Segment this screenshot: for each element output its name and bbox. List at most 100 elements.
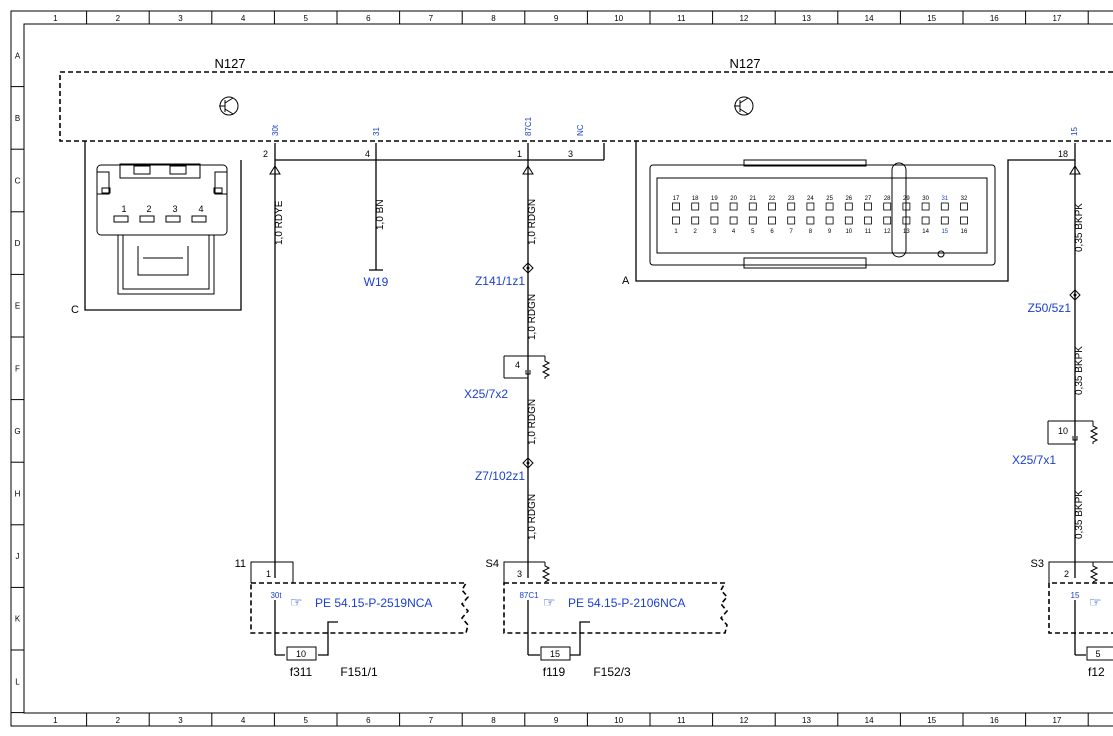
column-label: 9 bbox=[554, 14, 559, 23]
connector-link-x25-7x1[interactable]: X25/7x1 bbox=[1012, 453, 1056, 467]
conn-a-pin-label: 17 bbox=[673, 196, 680, 202]
block-label: 11 bbox=[235, 558, 246, 570]
column-label: 17 bbox=[1052, 14, 1061, 23]
splice-link-z7[interactable]: Z7/102z1 bbox=[475, 469, 525, 483]
fuse-label: f119 bbox=[543, 665, 566, 679]
pin-func-87c1: 87C1 bbox=[524, 116, 533, 136]
conn-a-pin-label: 4 bbox=[732, 229, 736, 235]
block-label: S3 bbox=[1031, 558, 1044, 570]
connector-a-label: A bbox=[622, 275, 630, 287]
splice-dot bbox=[1073, 293, 1077, 297]
block-func: 87C1 bbox=[519, 591, 539, 600]
ground-point-link[interactable]: W19 bbox=[364, 275, 389, 289]
hand-pointer-icon: ☞ bbox=[1089, 594, 1102, 610]
pin-func-30t: 30t bbox=[271, 124, 280, 136]
wire-label-rdye: 1,0 RDYE bbox=[274, 200, 285, 245]
wire-bn bbox=[369, 160, 383, 271]
conn-a-pin-label: 32 bbox=[961, 196, 968, 202]
wire-label-rdgn: 1,0 RDGN bbox=[527, 399, 538, 445]
hand-pointer-icon: ☞ bbox=[290, 594, 303, 610]
connector-c: C 1 2 3 4 bbox=[71, 141, 242, 316]
splice-link-z141[interactable]: Z141/1z1 bbox=[475, 274, 525, 288]
transistor-icon bbox=[219, 96, 239, 116]
reference-link-pe-2106[interactable]: PE 54.15-P-2106NCA bbox=[568, 596, 685, 610]
conn-a-pin-label: 23 bbox=[788, 196, 795, 202]
fuse-number: 10 bbox=[296, 649, 306, 659]
column-label: 1 bbox=[53, 716, 58, 725]
conn-a-pin-label: 27 bbox=[865, 196, 872, 202]
conn-a-pin-label: 25 bbox=[826, 196, 833, 202]
conn-a-pin-label: 22 bbox=[769, 196, 776, 202]
conn-a-pin-label: 3 bbox=[713, 229, 717, 235]
block-label: S4 bbox=[486, 558, 499, 570]
wire-label-rdgn: 1,0 RDGN bbox=[527, 199, 538, 245]
column-label: 13 bbox=[802, 14, 811, 23]
conn-a-pin-label: 30 bbox=[922, 196, 929, 202]
wire-label-bn: 1,0 BN bbox=[375, 199, 386, 230]
component-label-n127-right: N127 bbox=[729, 56, 760, 71]
conn-a-pin-label: 20 bbox=[730, 196, 737, 202]
row-label: D bbox=[15, 239, 21, 248]
splice-link-z50[interactable]: Z50/5z1 bbox=[1028, 301, 1072, 315]
ecu-boundary bbox=[59, 71, 1113, 142]
column-label: 3 bbox=[178, 14, 183, 23]
column-label: 16 bbox=[990, 14, 999, 23]
inner-frame bbox=[23, 23, 1113, 714]
fuse-box-label: F151/1 bbox=[340, 665, 378, 679]
conn-a-pin-label: 6 bbox=[770, 229, 774, 235]
splice-icon bbox=[522, 457, 534, 469]
pin-stubs bbox=[375, 143, 529, 160]
conn-a-pin-label: 10 bbox=[845, 229, 852, 235]
connector-link-x25-7x2[interactable]: X25/7x2 bbox=[464, 387, 508, 401]
conn-a-pin-label: 8 bbox=[809, 229, 813, 235]
conn-a-pin-label: 16 bbox=[961, 229, 968, 235]
conn-a-pin-label: 28 bbox=[884, 196, 891, 202]
column-label: 6 bbox=[366, 14, 371, 23]
conn-a-pin-label: 9 bbox=[828, 229, 832, 235]
fuse-number: 5 bbox=[1095, 649, 1100, 659]
conn-a-pin-label: 13 bbox=[903, 229, 910, 235]
pin-number-2: 2 bbox=[263, 149, 268, 159]
wire-label-bkpk: 0,35 BKPK bbox=[1074, 346, 1085, 395]
hand-pointer-icon: ☞ bbox=[543, 594, 556, 610]
pin-func-31: 31 bbox=[372, 127, 381, 136]
column-label: 12 bbox=[739, 14, 748, 23]
row-label: B bbox=[15, 114, 20, 123]
conn-a-pin-label: 5 bbox=[751, 229, 755, 235]
block-pin: 1 bbox=[266, 569, 271, 579]
outer-frame bbox=[10, 10, 1113, 727]
row-label: H bbox=[15, 490, 21, 499]
row-label: K bbox=[15, 615, 21, 624]
connector-housing-line bbox=[274, 143, 605, 161]
wire-label-bkpk: 0,35 BKPK bbox=[1074, 203, 1085, 252]
splice-dot bbox=[526, 461, 530, 465]
conn-a-pin-label: 15 bbox=[941, 229, 948, 235]
column-label: 13 bbox=[802, 716, 811, 725]
conn-a-pin-label: 12 bbox=[884, 229, 891, 235]
reference-link-pe-2519[interactable]: PE 54.15-P-2519NCA bbox=[315, 596, 432, 610]
column-label: 2 bbox=[116, 716, 121, 725]
row-label: G bbox=[14, 427, 20, 436]
conn-c-pin: 3 bbox=[172, 204, 177, 214]
transistor-icon bbox=[734, 96, 754, 116]
column-label: 16 bbox=[990, 716, 999, 725]
connector-pin: 4 bbox=[515, 360, 520, 370]
conn-a-pin-label: 26 bbox=[845, 196, 852, 202]
fuse-block-f151: 11 1 30t ☞ PE 54.15-P-2519NCA 10 f311 F1… bbox=[235, 558, 470, 679]
conn-a-pin-label: 19 bbox=[711, 196, 718, 202]
arrow-icon bbox=[269, 165, 281, 175]
column-label: 8 bbox=[491, 14, 496, 23]
block-pin: 3 bbox=[517, 569, 522, 579]
block-pin: 2 bbox=[1064, 569, 1069, 579]
conn-a-pin-label: 1 bbox=[674, 229, 678, 235]
column-label: 15 bbox=[927, 716, 936, 725]
conn-a-pin-label: 11 bbox=[865, 229, 872, 235]
column-label: 6 bbox=[366, 716, 371, 725]
conn-a-pin-label: 29 bbox=[903, 196, 910, 202]
wire-label-rdgn: 1,0 RDGN bbox=[527, 294, 538, 340]
column-label: 14 bbox=[865, 716, 874, 725]
row-label: C bbox=[15, 177, 21, 186]
column-label: 14 bbox=[865, 14, 874, 23]
